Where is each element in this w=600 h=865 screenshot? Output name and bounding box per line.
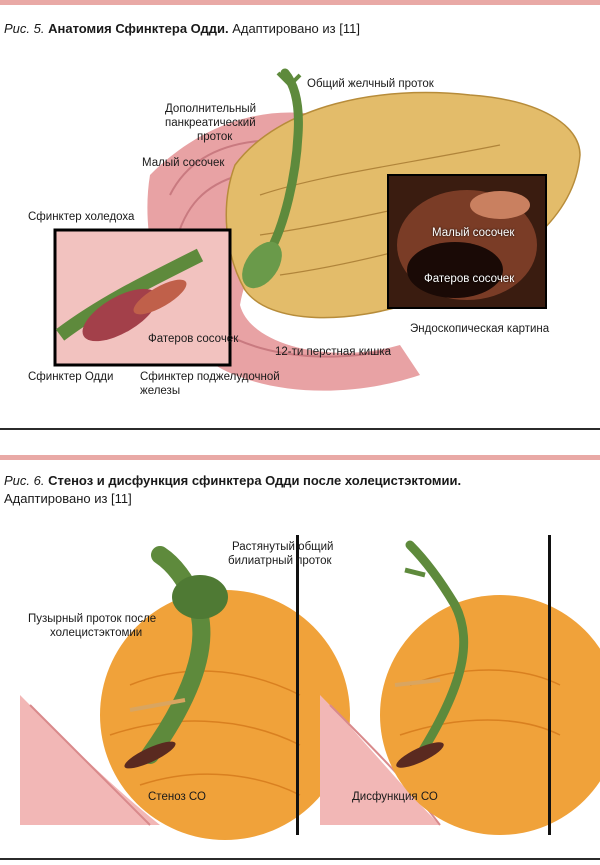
figure6-top-rule: [0, 455, 600, 460]
figure6-source: Адаптировано из [11]: [4, 491, 132, 506]
label-pancreatic-sphincter-1: Сфинктер поджелудочной: [140, 371, 280, 383]
label-choledochal-sphincter: Сфинктер холедоха: [28, 211, 135, 223]
papilla-shape: [242, 241, 282, 289]
normal-duct: [405, 540, 469, 760]
label-dysfunction: Дисфункция СО: [352, 791, 438, 803]
figure6-bottom-rule: [0, 858, 600, 860]
figure5-illustration: [53, 68, 581, 391]
figure5-title: Анатомия Сфинктера Одди.: [48, 21, 229, 36]
label-accessory-duct-3: проток: [197, 131, 233, 143]
label-dilated-duct-1: Растянутый общий: [232, 541, 334, 553]
label-cystic-duct-2: холецистэктомии: [50, 627, 143, 639]
label-stenosis: Стеноз СО: [148, 791, 206, 803]
figure6-title: Стеноз и дисфункция сфинктера Одди после…: [48, 473, 462, 488]
figure6-illustration: [20, 535, 600, 840]
figure5-source: Адаптировано из [11]: [232, 21, 360, 36]
figure5-caption: Рис. 5. Анатомия Сфинктера Одди. Адаптир…: [4, 20, 594, 38]
figure6-label: Рис. 6.: [4, 473, 45, 488]
label-endo-minor-papilla: Малый сосочек: [432, 227, 515, 239]
label-cystic-duct-1: Пузырный проток после: [28, 613, 157, 625]
label-sphincter-oddi: Сфинктер Одди: [28, 371, 114, 383]
figure5-bottom-rule: [0, 428, 600, 430]
label-accessory-duct-2: панкреатический: [165, 117, 256, 129]
figure5-label: Рис. 5.: [4, 21, 45, 36]
bile-duct-shape: [263, 68, 303, 260]
label-vater-papilla: Фатеров сосочек: [148, 333, 239, 345]
label-pancreatic-sphincter-2: железы: [140, 385, 181, 397]
label-endo-vater-papilla: Фатеров сосочек: [424, 273, 515, 285]
label-minor-papilla: Малый сосочек: [142, 157, 225, 169]
top-rule: [0, 0, 600, 5]
label-duodenum: 12-ти перстная кишка: [275, 346, 392, 358]
label-accessory-duct-1: Дополнительный: [165, 103, 257, 115]
label-dilated-duct-2: билиатрный проток: [228, 555, 332, 567]
dysfunction-panel: [320, 535, 600, 835]
stenosis-panel: [20, 535, 350, 840]
label-endoscopic-view: Эндоскопическая картина: [410, 323, 550, 335]
figure6-caption: Рис. 6. Стеноз и дисфункция сфинктера Од…: [4, 472, 594, 508]
label-common-bile-duct: Общий желчный проток: [307, 78, 434, 90]
